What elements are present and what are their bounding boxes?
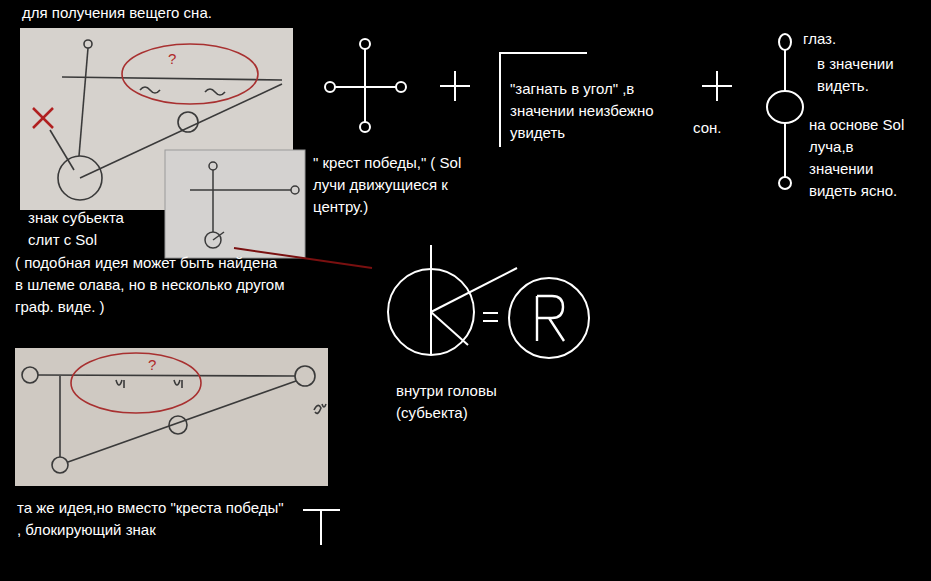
rune-stroke	[430, 245, 432, 355]
stroke-line	[79, 48, 88, 156]
rune-stroke	[431, 268, 517, 312]
stroke-line	[59, 376, 61, 457]
question-ellipse	[71, 353, 201, 413]
scribble	[116, 380, 182, 388]
eye-ray	[784, 50, 786, 91]
scan-ground	[165, 150, 305, 258]
note: глаз.	[803, 28, 836, 50]
note: ( подобная идея может быть найдена в шле…	[15, 252, 287, 318]
cross-end	[360, 39, 370, 49]
stroke-line	[212, 170, 214, 232]
scribble	[140, 87, 225, 95]
blocking-sign	[320, 510, 322, 545]
stroke-line	[190, 189, 291, 191]
eye-ray	[784, 123, 786, 177]
eye-top	[779, 34, 791, 50]
end-circle	[22, 367, 38, 383]
cross-end	[396, 82, 406, 92]
subject-circle	[58, 156, 102, 200]
note: сон.	[693, 117, 721, 139]
victory-cross	[335, 86, 396, 88]
plus-sign	[716, 71, 718, 101]
small-circle	[178, 112, 198, 132]
rune-r	[537, 296, 564, 341]
equals-sign	[483, 320, 498, 322]
cross-mark	[33, 108, 53, 128]
eye-symbol	[767, 91, 803, 123]
note: " крест победы," ( Sol лучи движущиеся к…	[313, 152, 481, 218]
eye-bottom	[779, 177, 791, 189]
scribble	[314, 404, 326, 413]
plus-sign	[454, 71, 456, 101]
scan-middle	[165, 150, 305, 258]
end-circle	[209, 162, 217, 170]
rune-circle	[509, 278, 589, 358]
small-circle	[169, 416, 187, 434]
question-mark: ?	[168, 51, 176, 67]
stroke-line	[38, 375, 295, 376]
question-ellipse	[122, 44, 258, 104]
note: на основе Sol луча,в значении видеть ясн…	[809, 114, 915, 202]
cross-end	[325, 82, 335, 92]
end-circle	[295, 366, 315, 386]
note: знак субьекта слит с Sol	[28, 207, 148, 251]
stroke-line	[62, 77, 282, 80]
equals-sign	[483, 312, 498, 314]
rune-stroke	[431, 312, 468, 345]
subject-circle	[52, 457, 68, 473]
question-mark: ?	[148, 357, 156, 372]
end-circle	[291, 186, 299, 194]
victory-cross	[364, 49, 366, 122]
leader-line	[50, 130, 74, 170]
note: в значении видеть.	[817, 53, 909, 97]
end-circle	[84, 40, 92, 48]
scan-ground	[15, 348, 328, 486]
symbols	[303, 34, 803, 545]
stroke-line	[213, 232, 224, 240]
note: "загнать в угол" ,в значении неизбежно у…	[510, 78, 688, 144]
cross-mark	[33, 108, 53, 128]
cross-end	[360, 122, 370, 132]
title: для получения вещего сна.	[22, 2, 212, 24]
scan-bottom	[15, 348, 328, 486]
stroke-line	[68, 381, 296, 462]
note: та же идея,но вместо "креста победы" , б…	[17, 497, 289, 541]
note: внутри головы (субьекта)	[396, 380, 516, 424]
